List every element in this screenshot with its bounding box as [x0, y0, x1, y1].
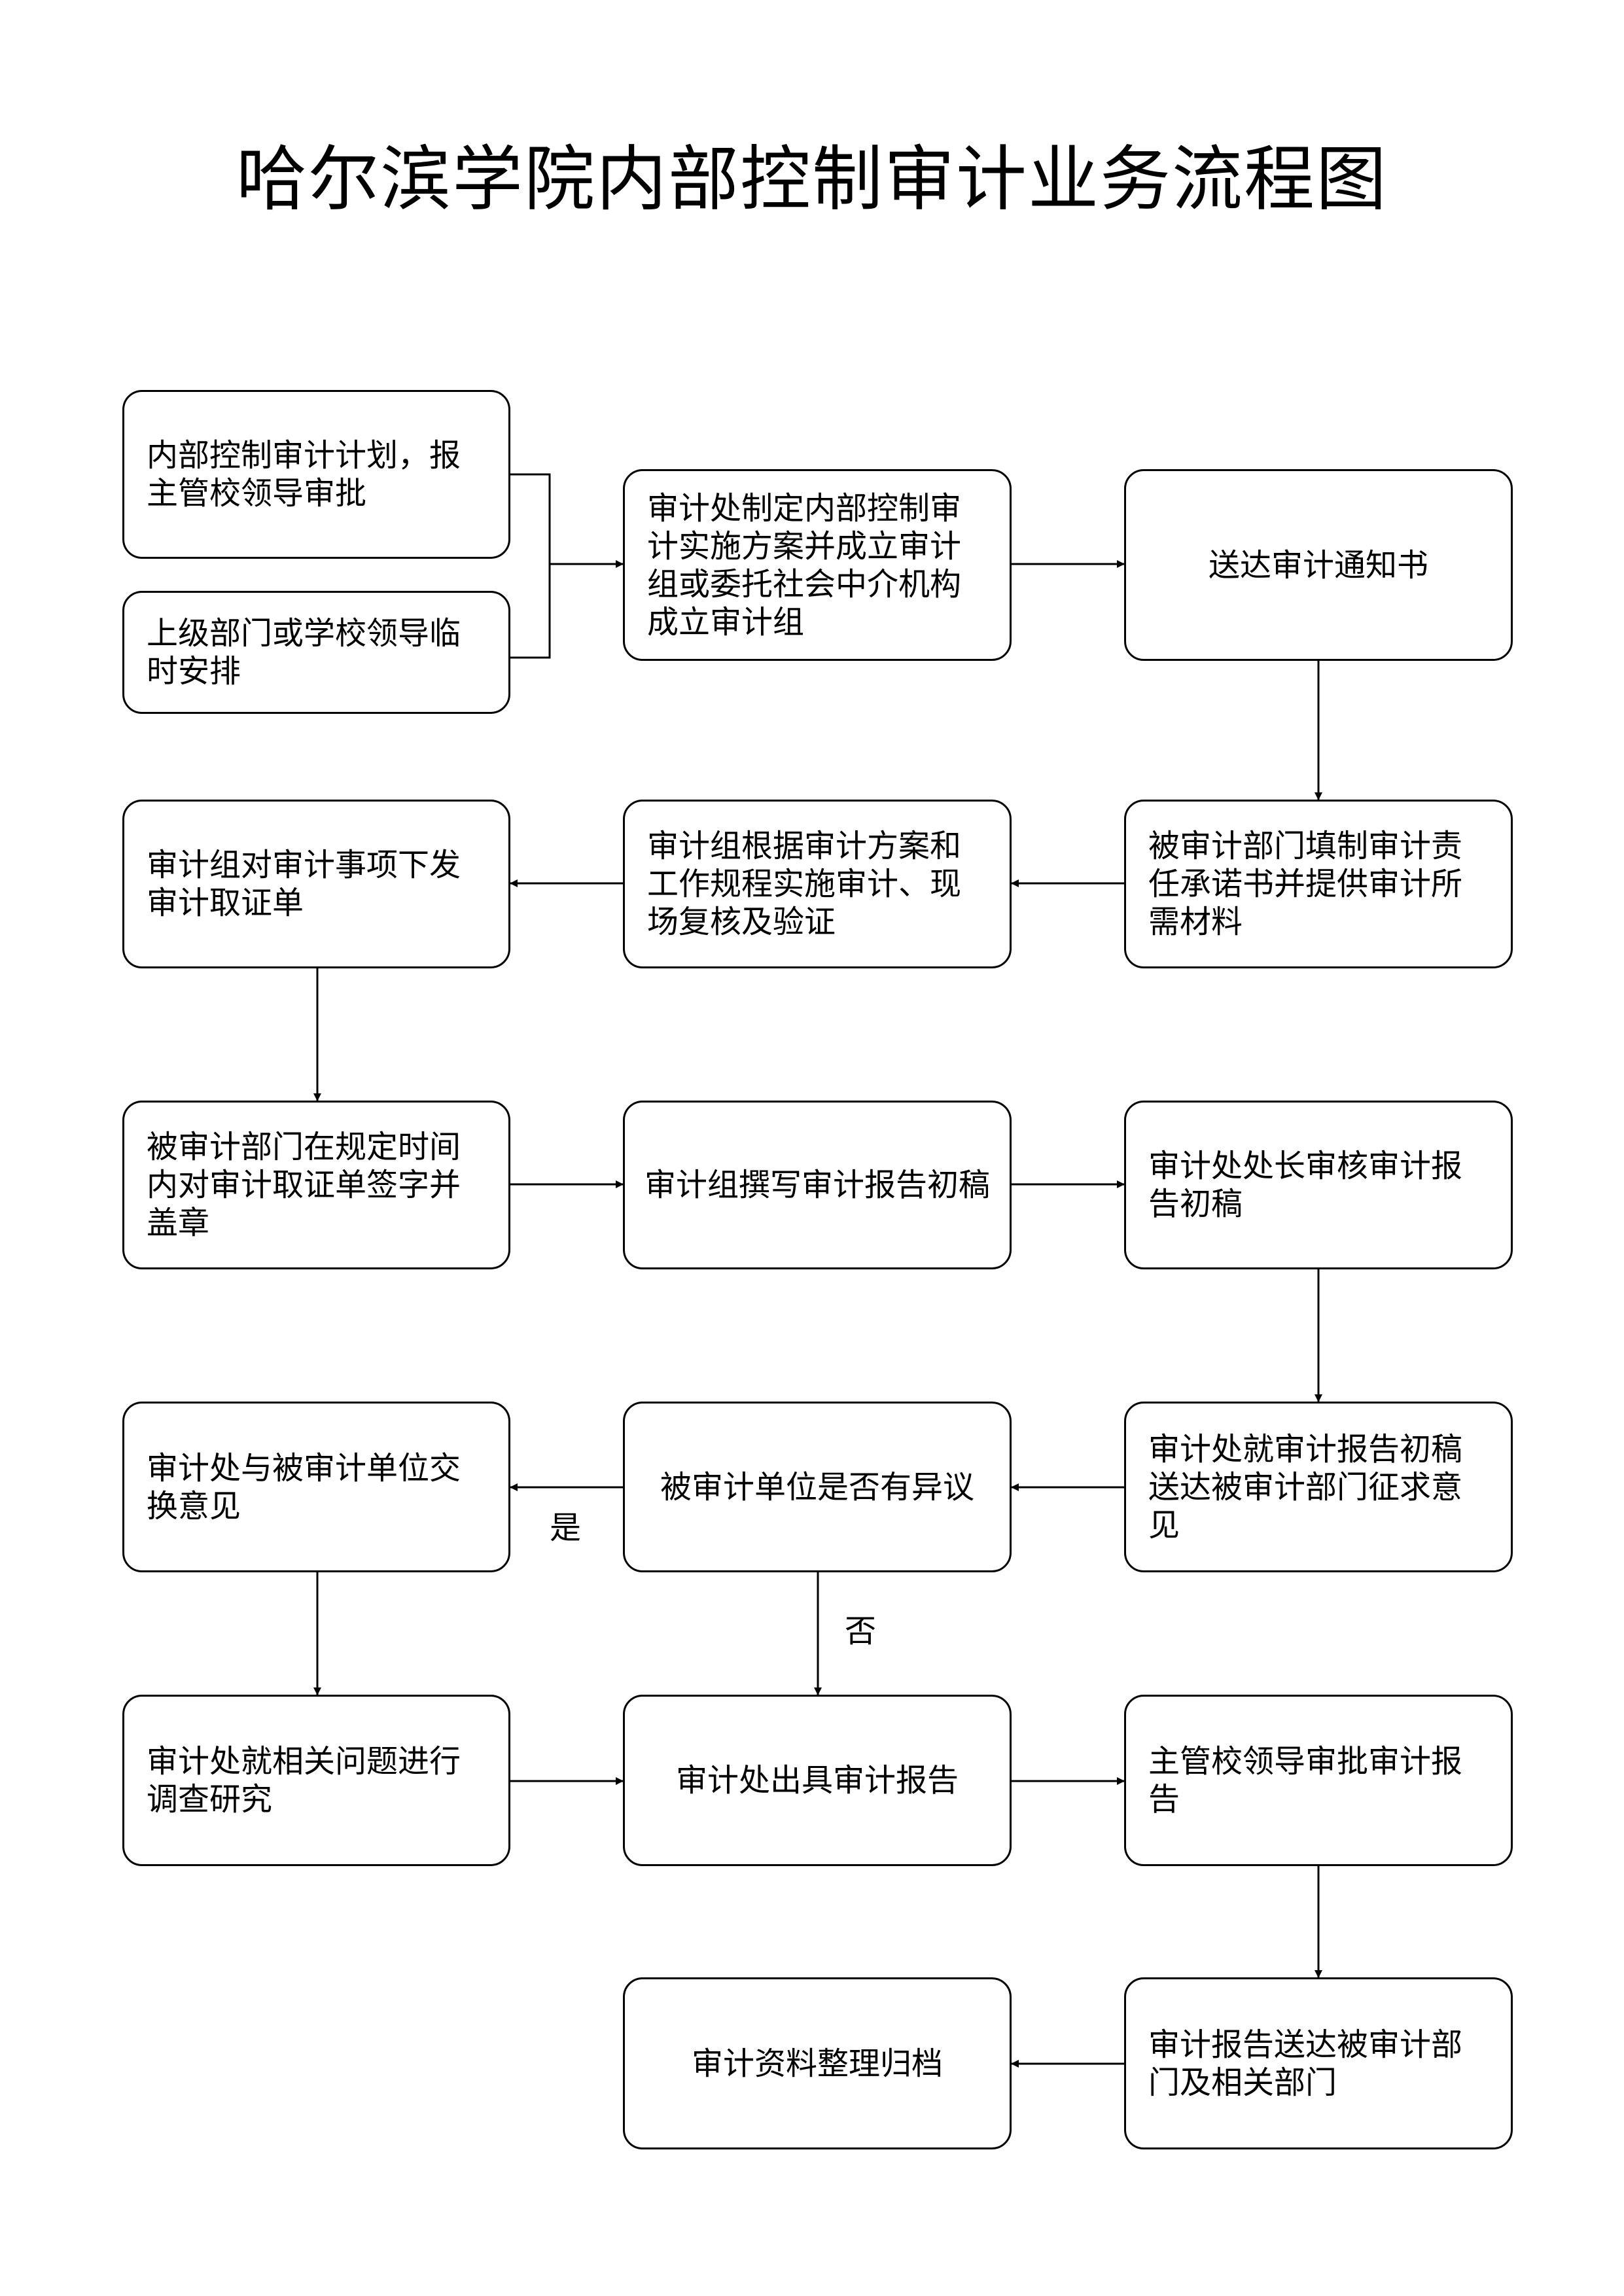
step-archive-materials: 审计资料整理归档 [623, 1977, 1012, 2149]
step-solicit-opinions-label: 审计处就审计报告初稿送达被审计部门征求意见 [1148, 1430, 1463, 1544]
step-send-notice-label: 送达审计通知书 [1208, 546, 1428, 584]
branch-label-yes: 是 [550, 1510, 582, 1546]
step-temporary-assignment: 上级部门或学校领导临时安排 [122, 591, 510, 714]
step-leader-approve-report-label: 主管校领导审批审计报告 [1148, 1743, 1463, 1818]
step-draft-report: 审计组撰写审计报告初稿 [623, 1101, 1012, 1269]
step-issue-evidence-form-label: 审计组对审计事项下发审计取证单 [147, 847, 461, 921]
step-temporary-assignment-label: 上级部门或学校领导临时安排 [147, 615, 461, 690]
step-leader-approve-report: 主管校领导审批审计报告 [1124, 1695, 1513, 1866]
step-deliver-report: 审计报告送达被审计部门及相关部门 [1124, 1977, 1513, 2149]
step-plan-approval: 内部控制审计计划，报主管校领导审批 [122, 390, 510, 559]
step-exchange-opinions-label: 审计处与被审计单位交换意见 [147, 1449, 461, 1525]
page-title: 哈尔滨学院内部控制审计业务流程图 [236, 139, 1388, 221]
step-plan-approval-label: 内部控制审计计划，报主管校领导审批 [147, 437, 461, 512]
step-exchange-opinions: 审计处与被审计单位交换意见 [122, 1402, 510, 1572]
step-issue-report-label: 审计处出具审计报告 [675, 1762, 959, 1799]
step-director-review-label: 审计处处长审核审计报告初稿 [1148, 1148, 1463, 1222]
step-conduct-audit: 审计组根据审计方案和工作规程实施审计、现场复核及验证 [623, 800, 1012, 968]
decision-objection: 被审计单位是否有异议 [623, 1402, 1012, 1572]
step-deliver-report-label: 审计报告送达被审计部门及相关部门 [1148, 2026, 1463, 2101]
step-investigate-issues-label: 审计处就相关问题进行调查研究 [147, 1743, 461, 1818]
step-commitment-materials: 被审计部门填制审计责任承诺书并提供审计所需材料 [1124, 800, 1513, 968]
step-make-plan-form-team-label: 审计处制定内部控制审计实施方案并成立审计组或委托社会中介机构成立审计组 [647, 489, 962, 641]
step-issue-report: 审计处出具审计报告 [623, 1695, 1012, 1866]
step-solicit-opinions: 审计处就审计报告初稿送达被审计部门征求意见 [1124, 1402, 1513, 1572]
step-conduct-audit-label: 审计组根据审计方案和工作规程实施审计、现场复核及验证 [647, 828, 962, 940]
step-director-review: 审计处处长审核审计报告初稿 [1124, 1101, 1513, 1269]
merge-line-n1 [510, 473, 551, 659]
branch-label-no: 否 [845, 1613, 877, 1650]
step-issue-evidence-form: 审计组对审计事项下发审计取证单 [122, 800, 510, 968]
step-archive-materials-label: 审计资料整理归档 [691, 2045, 943, 2082]
step-investigate-issues: 审计处就相关问题进行调查研究 [122, 1695, 510, 1866]
step-make-plan-form-team: 审计处制定内部控制审计实施方案并成立审计组或委托社会中介机构成立审计组 [623, 469, 1012, 661]
step-commitment-materials-label: 被审计部门填制审计责任承诺书并提供审计所需材料 [1148, 828, 1463, 940]
decision-objection-label: 被审计单位是否有异议 [660, 1468, 974, 1506]
step-send-notice: 送达审计通知书 [1124, 469, 1513, 661]
step-draft-report-label: 审计组撰写审计报告初稿 [644, 1167, 990, 1203]
step-sign-and-seal-label: 被审计部门在规定时间内对审计取证单签字并盖章 [147, 1129, 461, 1241]
step-sign-and-seal: 被审计部门在规定时间内对审计取证单签字并盖章 [122, 1101, 510, 1269]
